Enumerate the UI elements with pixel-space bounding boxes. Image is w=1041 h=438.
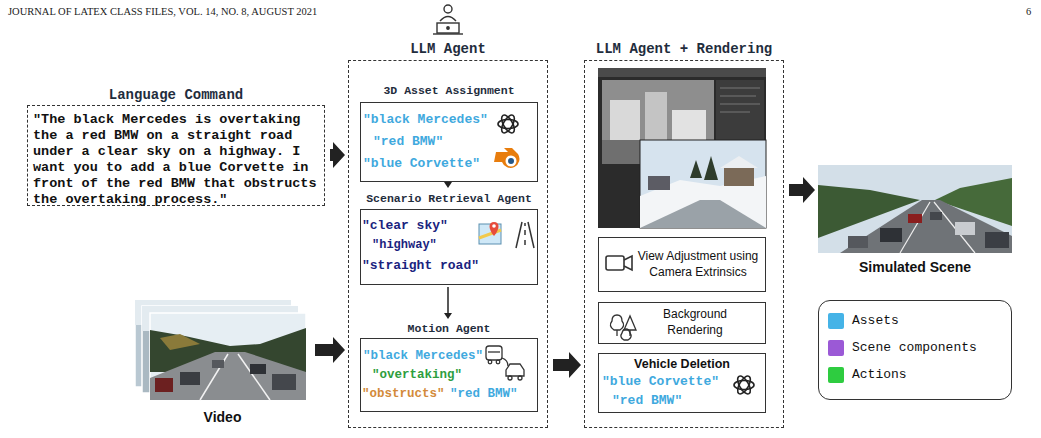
legend-box: AssetsScene componentsActions [818,300,1012,400]
video-frames [135,300,306,400]
legend-swatch [828,313,844,329]
heading: 3D Asset Assignment [360,84,538,98]
node-box: View Adjustment using Camera Extrinsics [598,237,766,292]
connector [330,142,345,168]
node-box: Motion Agent "black Mercedes" "overtaking"… [360,320,538,412]
node-box: Simulated Scene [818,165,1012,277]
legend-text: Actions [852,367,907,383]
asset-term: "black Mercedes" [363,348,483,364]
heading: LLM Agent + Rendering [584,40,784,58]
node-box: Background Rendering [598,302,766,344]
heading: Vehicle Deletion [598,356,766,372]
asset-term: "black Mercedes" [363,112,488,128]
legend-swatch [828,340,844,356]
connector [315,337,345,363]
image-label: Video [135,408,310,426]
node-box: LLM Agent + RenderingView Adjustment usi… [584,28,784,428]
command-text: "The black Mercedes is overtaking the a … [33,112,321,208]
connector [444,182,452,188]
heading: Language Command [27,86,325,104]
asset-term: "red BMW" [373,134,443,150]
node-box: Language Command "The black Mercedes is o… [27,86,325,206]
box-frame [584,60,784,428]
road-icon [516,222,534,248]
cars-icon [486,346,524,380]
node-box: Vehicle Deletion "blue Corvette" "red BMW" [598,353,766,413]
action-term: "overtaking" [372,367,462,383]
openai-logo [734,374,754,396]
node-box: 3D Asset Assignment "black Mercedes" "red … [360,80,538,182]
asset-term: "red BMW" [612,393,682,409]
simulated-scene-image [818,165,1012,253]
openai-logo [498,113,518,135]
arrow-head [444,182,452,188]
arrow-line [447,287,449,314]
action-term: "obstructs" [362,386,445,402]
box-text: Background Rendering [650,306,740,338]
block-arrow [315,337,345,363]
scene-term: "highway" [372,238,437,253]
image-label: Simulated Scene [818,258,1012,276]
asset-term: "blue Corvette" [602,374,719,390]
block-arrow [789,177,815,203]
scene-term: "straight road" [362,258,479,274]
legend-text: Scene components [852,340,977,356]
blender-logo [494,148,519,168]
heading: LLM Agent [348,40,548,58]
scene-term: "clear sky" [362,218,448,234]
node-box: Video [135,298,310,428]
asset-term: "blue Corvette" [363,156,480,172]
heading: Scenario Retrieval Agent [360,192,538,206]
trees-icon [610,315,636,340]
heading: Motion Agent [360,322,538,336]
legend-swatch [828,367,844,383]
simulator-screenshot [598,68,766,228]
camera-icon [606,256,632,270]
connector [444,287,452,319]
arrow-line [447,183,449,184]
running-header: JOURNAL OF LATEX CLASS FILES, VOL. 14, N… [8,5,317,18]
page-number: 6 [1026,5,1031,18]
node-box: Scenario Retrieval Agent "clear sky" "high… [360,189,538,285]
connector [789,177,815,203]
legend-text: Assets [852,313,899,329]
agent-icon [433,5,463,34]
node-box: LLM Agent 3D Asset Assignment "black Merce… [348,28,548,428]
block-arrow [553,352,581,378]
asset-term: "red BMW" [450,386,518,402]
block-arrow [330,142,345,168]
map-icon [479,222,501,244]
connector [553,352,581,378]
box-frame [598,237,766,292]
box-text: View Adjustment using Camera Extrinsics [632,248,764,280]
arrow-head [444,313,452,319]
